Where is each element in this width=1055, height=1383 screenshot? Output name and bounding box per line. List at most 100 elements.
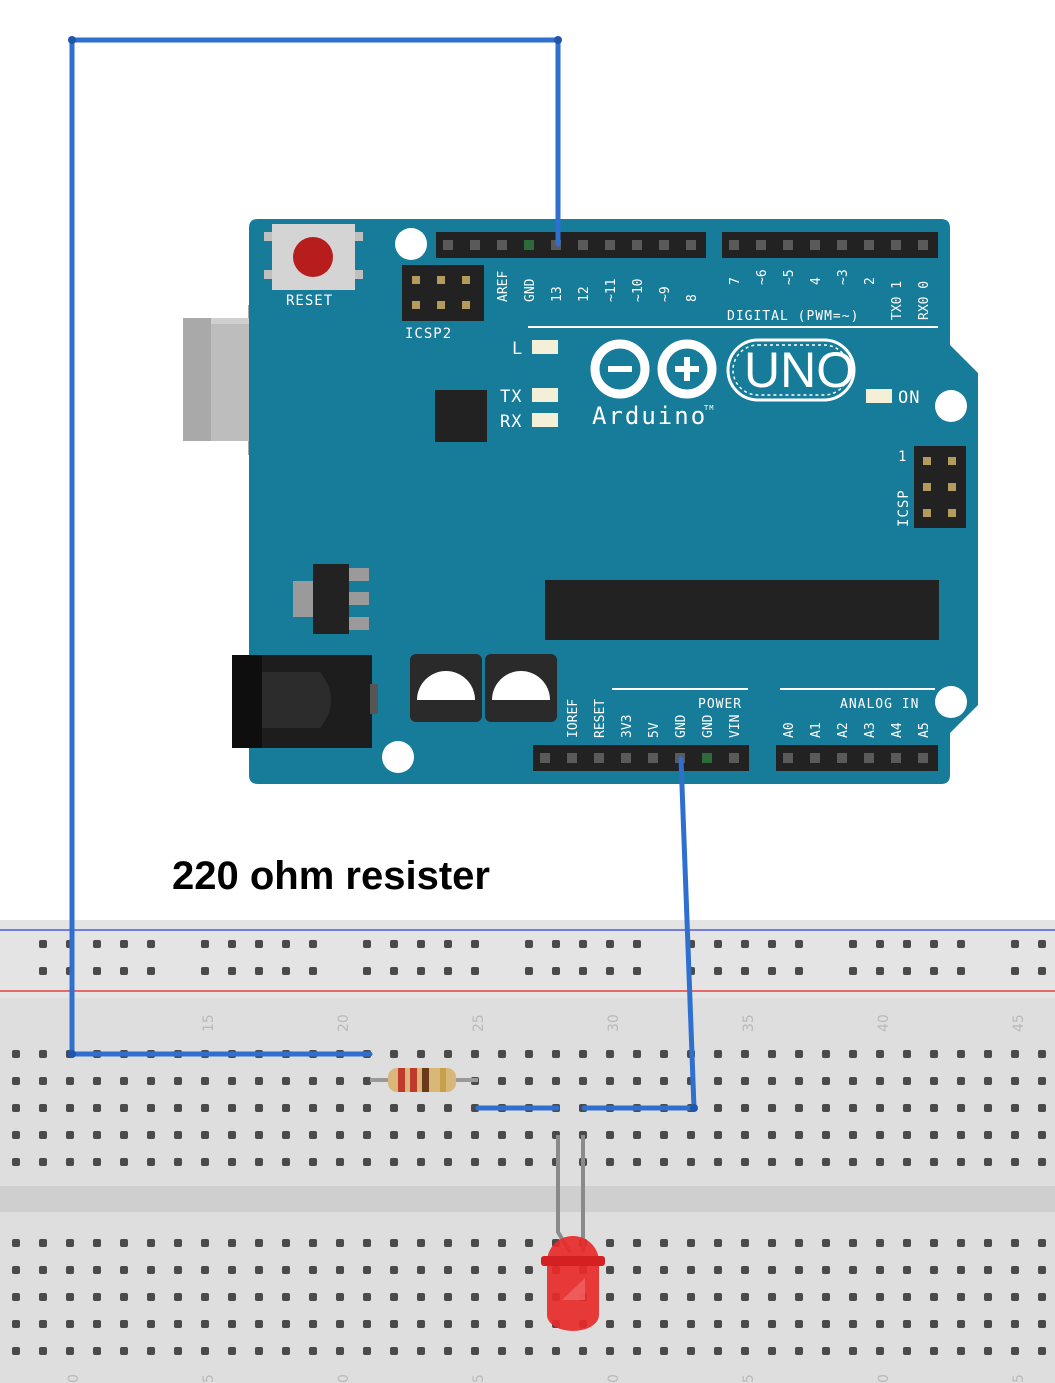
rail-hole bbox=[201, 967, 209, 975]
breadboard-hole bbox=[822, 1158, 830, 1166]
main-microcontroller bbox=[545, 580, 939, 640]
header-pin bbox=[462, 301, 470, 309]
breadboard-hole bbox=[66, 1077, 74, 1085]
breadboard-hole bbox=[336, 1104, 344, 1112]
breadboard-hole bbox=[903, 1077, 911, 1085]
resistor-caption: 220 ohm resister bbox=[172, 854, 490, 898]
header-socket[interactable] bbox=[837, 753, 847, 763]
header-socket[interactable] bbox=[891, 753, 901, 763]
red-led bbox=[541, 1135, 605, 1331]
breadboard-hole bbox=[39, 1104, 47, 1112]
pin-label: 5V bbox=[647, 722, 662, 738]
header-socket[interactable] bbox=[810, 240, 820, 250]
mounting-hole bbox=[395, 228, 427, 260]
breadboard-hole bbox=[957, 1077, 965, 1085]
header-socket[interactable] bbox=[918, 753, 928, 763]
breadboard-hole bbox=[741, 1347, 749, 1355]
column-number: 45 bbox=[1011, 1014, 1027, 1032]
header-socket[interactable] bbox=[470, 240, 480, 250]
reset-button[interactable] bbox=[264, 224, 363, 290]
header-socket[interactable] bbox=[648, 753, 658, 763]
header-socket[interactable] bbox=[578, 240, 588, 250]
rail-hole bbox=[525, 967, 533, 975]
header-socket[interactable] bbox=[864, 753, 874, 763]
header-socket[interactable] bbox=[810, 753, 820, 763]
breadboard-hole bbox=[795, 1266, 803, 1274]
header-pin bbox=[462, 276, 470, 284]
header-socket[interactable] bbox=[837, 240, 847, 250]
breadboard-hole bbox=[39, 1050, 47, 1058]
rail-hole bbox=[39, 940, 47, 948]
header-socket[interactable] bbox=[702, 753, 712, 763]
rail-hole bbox=[741, 967, 749, 975]
header-socket[interactable] bbox=[632, 240, 642, 250]
header-socket[interactable] bbox=[686, 240, 696, 250]
led-on: ON bbox=[866, 388, 919, 408]
breadboard-hole bbox=[984, 1266, 992, 1274]
rail-hole bbox=[741, 940, 749, 948]
header-socket[interactable] bbox=[756, 240, 766, 250]
breadboard-hole bbox=[120, 1320, 128, 1328]
breadboard-hole bbox=[363, 1158, 371, 1166]
breadboard-hole bbox=[228, 1077, 236, 1085]
breadboard-hole bbox=[768, 1347, 776, 1355]
column-number: 5 bbox=[741, 1374, 757, 1383]
header-socket[interactable] bbox=[497, 240, 507, 250]
header-socket[interactable] bbox=[783, 240, 793, 250]
breadboard-hole bbox=[849, 1347, 857, 1355]
header-socket[interactable] bbox=[659, 240, 669, 250]
breadboard-hole bbox=[687, 1266, 695, 1274]
breadboard-hole bbox=[579, 1077, 587, 1085]
header-socket[interactable] bbox=[783, 753, 793, 763]
breadboard-hole bbox=[444, 1239, 452, 1247]
column-number: 25 bbox=[471, 1014, 487, 1032]
rail-hole bbox=[363, 940, 371, 948]
breadboard-hole bbox=[336, 1077, 344, 1085]
breadboard-hole bbox=[93, 1131, 101, 1139]
header-socket[interactable] bbox=[540, 753, 550, 763]
breadboard-hole bbox=[12, 1050, 20, 1058]
breadboard-hole bbox=[795, 1293, 803, 1301]
header-socket[interactable] bbox=[891, 240, 901, 250]
breadboard-hole bbox=[201, 1104, 209, 1112]
breadboard-hole bbox=[39, 1131, 47, 1139]
breadboard-hole bbox=[363, 1347, 371, 1355]
header-socket[interactable] bbox=[594, 753, 604, 763]
header-socket[interactable] bbox=[621, 753, 631, 763]
header-socket[interactable] bbox=[524, 240, 534, 250]
breadboard-hole bbox=[282, 1347, 290, 1355]
breadboard-hole bbox=[795, 1131, 803, 1139]
header-socket[interactable] bbox=[443, 240, 453, 250]
breadboard-hole bbox=[255, 1320, 263, 1328]
breadboard-hole bbox=[201, 1131, 209, 1139]
breadboard-hole bbox=[984, 1050, 992, 1058]
breadboard-hole bbox=[120, 1077, 128, 1085]
breadboard-hole bbox=[768, 1077, 776, 1085]
breadboard-hole bbox=[957, 1293, 965, 1301]
power-header bbox=[533, 745, 749, 771]
breadboard-hole bbox=[822, 1293, 830, 1301]
breadboard-hole bbox=[471, 1158, 479, 1166]
svg-text:RX: RX bbox=[500, 412, 522, 432]
breadboard-hole bbox=[525, 1266, 533, 1274]
breadboard-hole bbox=[282, 1158, 290, 1166]
column-number: 35 bbox=[741, 1014, 757, 1032]
breadboard-hole bbox=[579, 1050, 587, 1058]
breadboard-hole bbox=[498, 1347, 506, 1355]
breadboard-hole bbox=[12, 1266, 20, 1274]
header-socket[interactable] bbox=[605, 240, 615, 250]
header-socket[interactable] bbox=[918, 240, 928, 250]
header-socket[interactable] bbox=[864, 240, 874, 250]
breadboard-hole bbox=[93, 1293, 101, 1301]
pin-label: 4 bbox=[809, 277, 824, 285]
breadboard-hole bbox=[417, 1131, 425, 1139]
power-jack bbox=[232, 655, 378, 748]
breadboard-hole bbox=[903, 1158, 911, 1166]
column-number: 0 bbox=[606, 1374, 622, 1383]
breadboard-hole bbox=[336, 1266, 344, 1274]
rail-hole bbox=[606, 940, 614, 948]
header-socket[interactable] bbox=[729, 753, 739, 763]
header-socket[interactable] bbox=[567, 753, 577, 763]
rail-hole bbox=[309, 967, 317, 975]
header-socket[interactable] bbox=[729, 240, 739, 250]
